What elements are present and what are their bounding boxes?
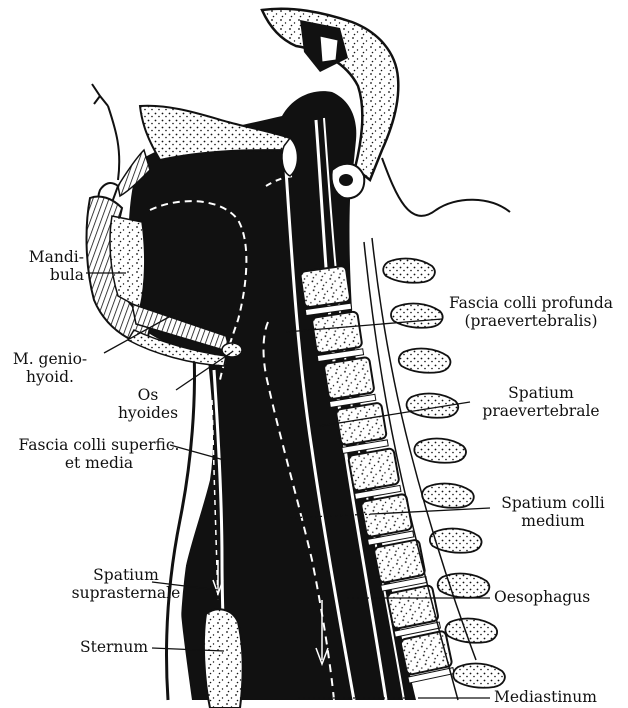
sternum-bone: [204, 609, 243, 708]
spinous-process: [383, 259, 435, 283]
spinous-process: [391, 304, 443, 328]
label-mandibula: Mandi- bula: [29, 248, 84, 284]
label-os-hyoides: Os hyoides: [108, 386, 188, 422]
os-hyoides: [222, 343, 242, 357]
label-m-geniohyoid: M. genio- hyoid.: [4, 350, 96, 386]
spinous-process: [438, 574, 490, 598]
label-sternum: Sternum: [80, 638, 148, 656]
spinous-process: [399, 349, 451, 373]
spinous-process: [445, 619, 497, 643]
spinous-process: [414, 439, 466, 463]
label-fascia-colli-profunda: Fascia colli profunda (praevertebralis): [444, 294, 618, 330]
label-mediastinum: Mediastinum: [494, 688, 597, 706]
label-spatium-praevertebrale: Spatium praevertebrale: [470, 384, 612, 420]
spinous-process: [422, 484, 474, 508]
label-spatium-colli-medium: Spatium colli medium: [488, 494, 618, 530]
atlas: [332, 164, 365, 199]
label-oesophagus: Oesophagus: [494, 588, 590, 606]
spinous-process: [453, 664, 505, 688]
label-fascia-colli-superfic: Fascia colli superfic. et media: [4, 436, 194, 472]
label-spatium-suprasternale: Spatium suprasternale: [66, 566, 186, 602]
